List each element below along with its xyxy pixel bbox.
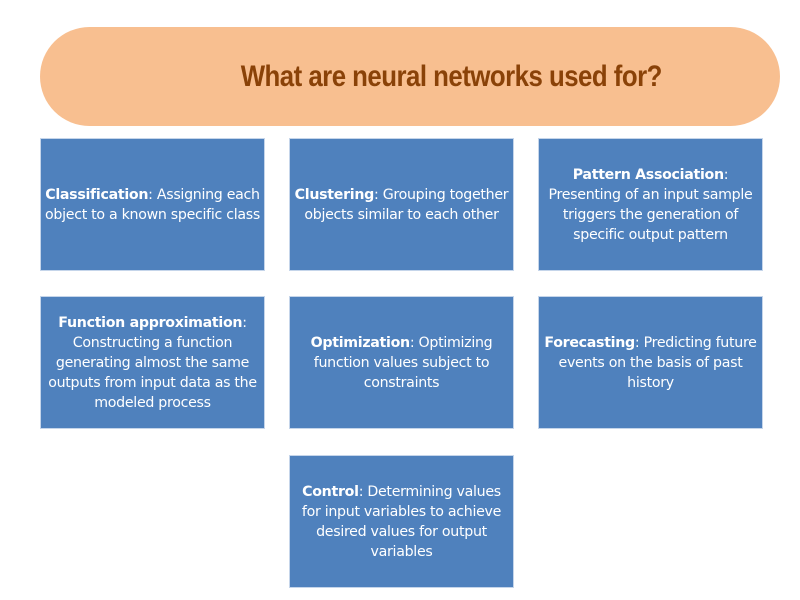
box-term: Control <box>302 483 359 500</box>
box-term: Optimization <box>310 334 411 351</box>
box-description: : Constructing a function generating alm… <box>48 314 257 411</box>
title-banner: What are neural networks used for? <box>40 27 780 126</box>
box-clustering: Clustering: Grouping together objects si… <box>289 138 514 271</box>
box-control: Control: Determining values for input va… <box>289 455 514 588</box>
box-text: Forecasting: Predicting future events on… <box>543 333 758 393</box>
box-classification: Classification: Assigning each object to… <box>40 138 265 271</box>
diagram-title: What are neural networks used for? <box>240 59 663 93</box>
box-description: : Determining values for input variables… <box>301 483 502 560</box>
box-description: : Assigning each object to a known speci… <box>45 186 260 223</box>
box-text: Classification: Assigning each object to… <box>45 185 260 225</box>
box-optimization: Optimization: Optimizing function values… <box>289 296 514 429</box>
box-text: Function approximation: Constructing a f… <box>45 313 260 413</box>
box-function-approximation: Function approximation: Constructing a f… <box>40 296 265 429</box>
box-text: Pattern Association: Presenting of an in… <box>543 165 758 245</box>
box-term: Clustering <box>294 186 375 203</box>
box-description: : Predicting future events on the basis … <box>558 334 757 391</box>
box-text: Control: Determining values for input va… <box>294 482 509 562</box>
box-description: : Optimizing function values subject to … <box>313 334 493 391</box>
box-forecasting: Forecasting: Predicting future events on… <box>538 296 763 429</box>
box-description: : Grouping together objects similar to e… <box>304 186 509 223</box>
box-pattern-association: Pattern Association: Presenting of an in… <box>538 138 763 271</box>
box-term: Forecasting <box>544 334 635 351</box>
box-text: Optimization: Optimizing function values… <box>294 333 509 393</box>
box-term: Classification <box>45 186 149 203</box>
box-description: : Presenting of an input sample triggers… <box>548 166 753 243</box>
box-term: Pattern Association <box>572 166 724 183</box>
box-term: Function approximation <box>58 314 243 331</box>
box-text: Clustering: Grouping together objects si… <box>294 185 509 225</box>
